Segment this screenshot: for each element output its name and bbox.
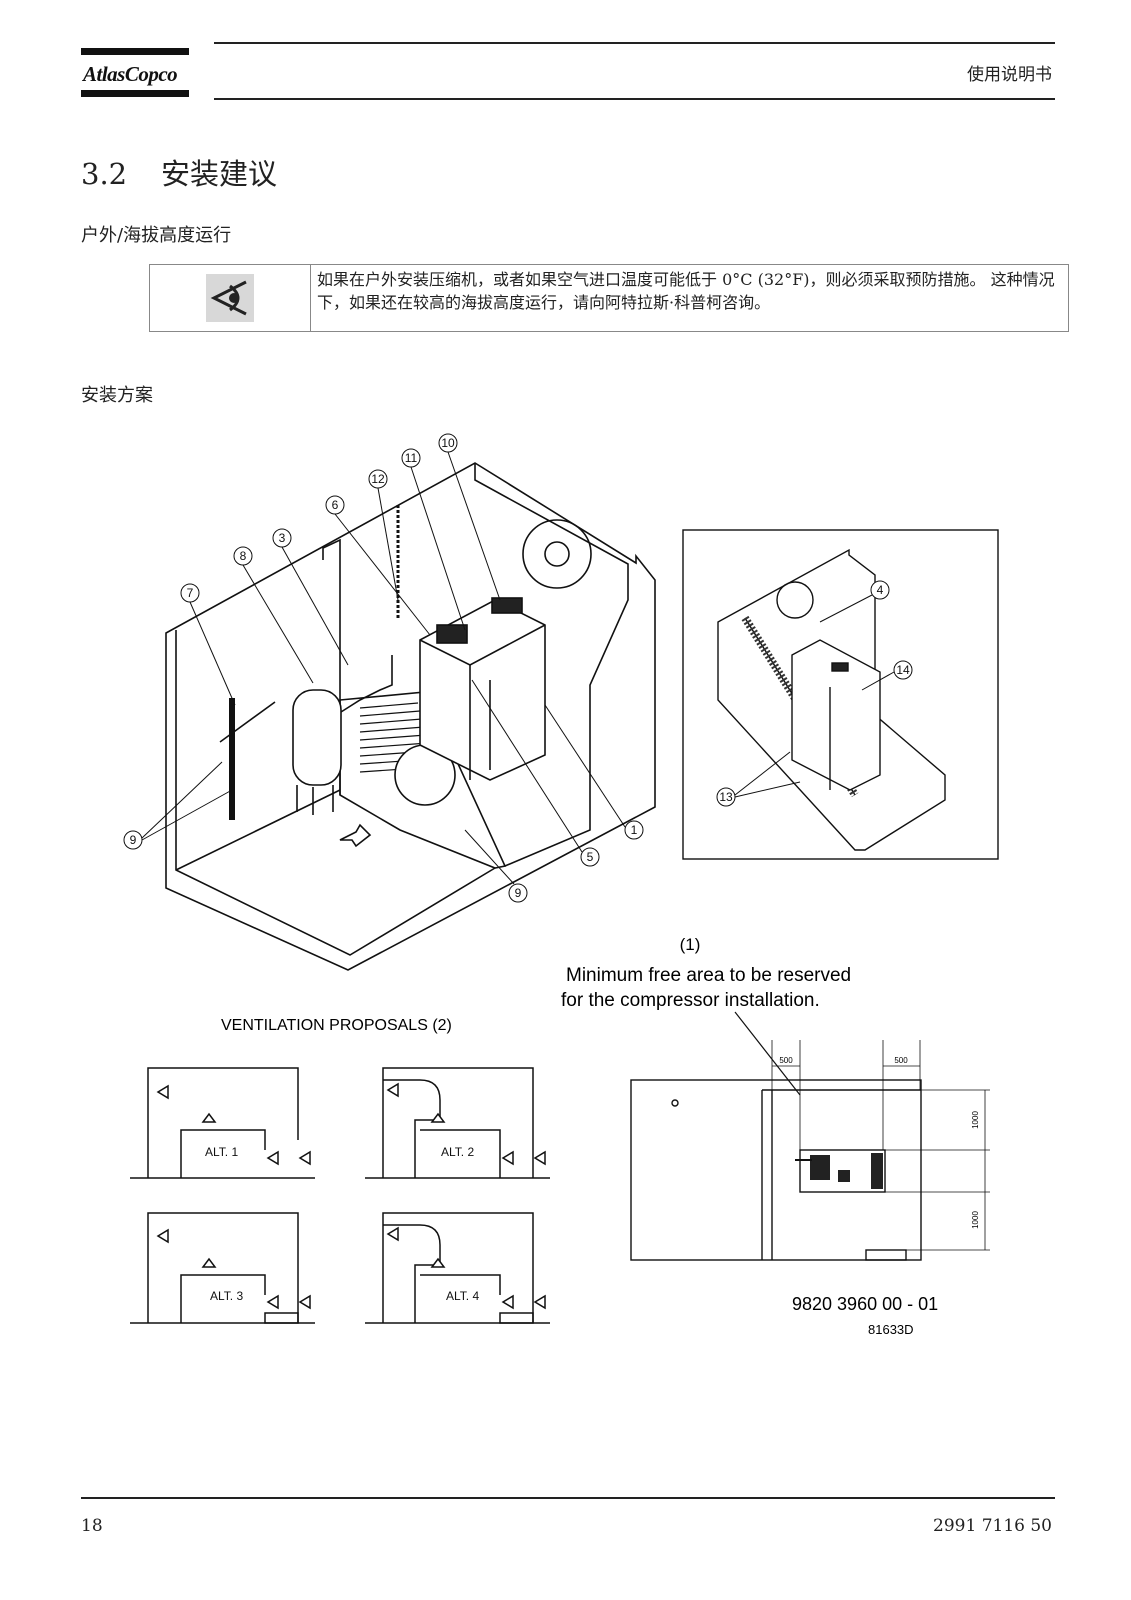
label-1: (1) [680, 935, 701, 954]
callout-8: 8 [233, 546, 253, 566]
dim-1000-top: 1000 [971, 1111, 980, 1129]
page-number: 18 [81, 1516, 103, 1536]
svg-text:5: 5 [587, 850, 594, 864]
footer-rule [81, 1497, 1055, 1499]
alt-4-diagram: ALT. 4 [365, 1212, 550, 1324]
callout-9-right: 9 [508, 883, 528, 903]
svg-text:1: 1 [631, 823, 638, 837]
svg-text:12: 12 [371, 472, 385, 486]
svg-text:9: 9 [515, 886, 522, 900]
atlas-copco-logo: AtlasCopco [83, 62, 178, 86]
eye-warning-icon [206, 274, 254, 322]
section-title: 3.2 安装建议 [81, 151, 277, 193]
alt-1-diagram: ALT. 1 [130, 1067, 315, 1179]
inset-room [717, 548, 946, 851]
dim-500-right: 500 [894, 1056, 908, 1065]
document-number: 2991 7116 50 [933, 1516, 1052, 1536]
logo-bar-bottom [81, 90, 189, 97]
dim-500-left: 500 [779, 1056, 793, 1065]
note-text: 如果在户外安装压缩机，或者如果空气进口温度可能低于 0°C (32°F)，则必须… [317, 270, 1055, 312]
plan-view [630, 1040, 990, 1261]
svg-text:ALT. 4: ALT. 4 [446, 1289, 479, 1303]
wall-fan [522, 519, 592, 589]
callout-14: 14 [893, 660, 913, 680]
callout-5: 5 [580, 847, 600, 867]
inset-frame [682, 529, 999, 860]
inset-compressor [791, 639, 881, 791]
drawing-code: 81633D [868, 1322, 914, 1337]
callout-13: 13 [716, 787, 736, 807]
callout-4: 4 [870, 580, 890, 600]
header-title: 使用说明书 [967, 65, 1052, 85]
svg-text:8: 8 [240, 549, 247, 563]
section-number: 3.2 [81, 157, 128, 191]
svg-text:3: 3 [279, 531, 286, 545]
callout-11: 11 [401, 448, 421, 468]
svg-text:9: 9 [130, 833, 137, 847]
note-icon-cell [150, 265, 311, 331]
alt-2-diagram: ALT. 2 [365, 1067, 550, 1179]
installation-figure: 10 11 12 6 3 8 7 9 1 5 9 4 14 [123, 433, 999, 1337]
callout-12: 12 [368, 469, 388, 489]
svg-text:10: 10 [441, 436, 455, 450]
svg-text:13: 13 [719, 790, 733, 804]
svg-text:14: 14 [896, 663, 910, 677]
header-rule-top [214, 42, 1055, 44]
callout-6: 6 [325, 495, 345, 515]
callout-7: 7 [180, 583, 200, 603]
ventilation-title: VENTILATION PROPOSALS (2) [221, 1017, 452, 1034]
callout-9-left: 9 [123, 830, 143, 850]
section-heading: 安装建议 [161, 157, 278, 191]
svg-text:7: 7 [187, 586, 194, 600]
dim-1000-bottom: 1000 [971, 1211, 980, 1229]
svg-text:ALT. 1: ALT. 1 [205, 1145, 238, 1159]
callout-10: 10 [438, 433, 458, 453]
part-number: 9820 3960 00 - 01 [792, 1294, 938, 1314]
subsection-scheme: 安装方案 [81, 385, 153, 406]
svg-text:11: 11 [405, 451, 418, 465]
svg-text:ALT. 3: ALT. 3 [210, 1289, 243, 1303]
callout-1: 1 [624, 820, 644, 840]
svg-text:6: 6 [332, 498, 339, 512]
min-area-line2: for the compressor installation. [561, 990, 820, 1011]
room-outline [165, 462, 656, 971]
alt-3-diagram: ALT. 3 [130, 1212, 315, 1324]
svg-text:4: 4 [877, 583, 884, 597]
callout-3: 3 [272, 528, 292, 548]
svg-text:ALT. 2: ALT. 2 [441, 1145, 474, 1159]
subsection-outdoor: 户外/海拔高度运行 [81, 225, 232, 246]
min-area-line1: Minimum free area to be reserved [566, 965, 851, 986]
logo-bar-top [81, 48, 189, 55]
header-rule-bottom [214, 98, 1055, 100]
note-box: 如果在户外安装压缩机，或者如果空气进口温度可能低于 0°C (32°F)，则必须… [149, 264, 1069, 332]
air-receiver [292, 689, 342, 786]
